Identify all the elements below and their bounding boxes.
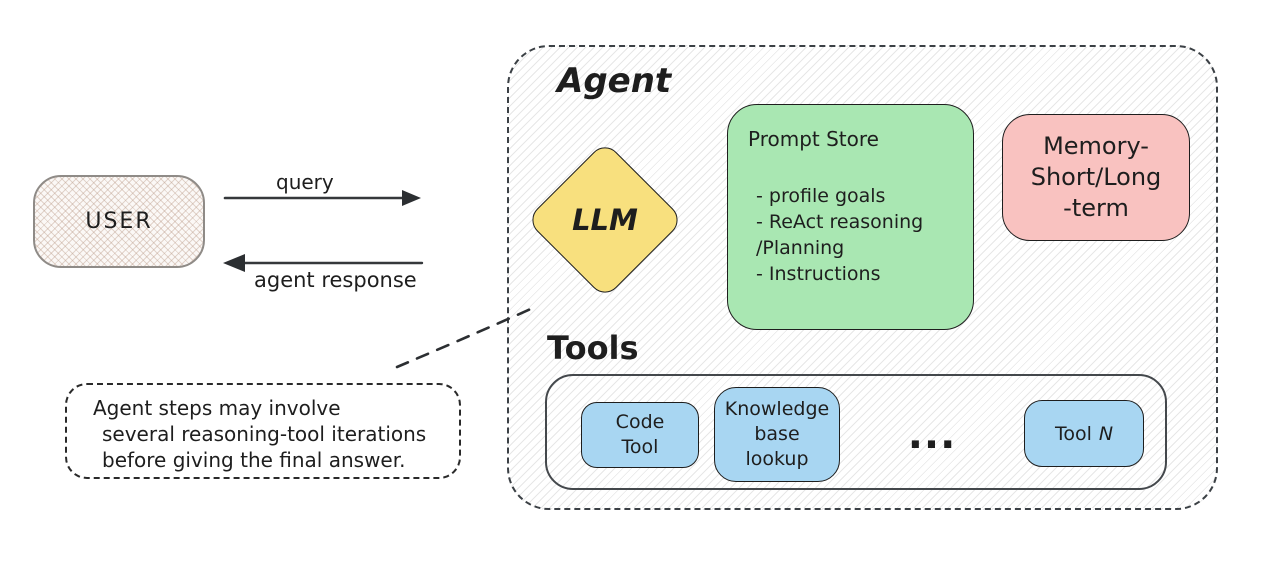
kb-tool-label-line: Knowledge [724, 398, 830, 420]
prompt-store-item: - ReAct reasoning [756, 211, 924, 233]
memory-label-line: Short/Long [1030, 163, 1162, 191]
query-label: query [276, 170, 334, 194]
callout-note: Agent steps may involve several reasonin… [65, 383, 461, 479]
callout-line: Agent steps may involve [93, 396, 341, 420]
code-tool-box: Code Tool [581, 402, 699, 468]
prompt-store-item: - Instructions [756, 263, 881, 285]
callout-line: before giving the final answer. [102, 448, 406, 472]
memory-label-line: -term [1063, 194, 1129, 222]
agent-container: Agent LLM Prompt Store - profile goals -… [507, 45, 1218, 510]
prompt-store-list: - profile goals - ReAct reasoning /Plann… [756, 183, 959, 287]
tools-container: Code Tool Knowledge base lookup ... Tool… [545, 374, 1167, 490]
tools-title: Tools [547, 329, 639, 367]
memory-box: Memory- Short/Long -term [1002, 114, 1190, 241]
prompt-store-item: /Planning [756, 237, 845, 259]
prompt-store-box: Prompt Store - profile goals - ReAct rea… [727, 104, 974, 330]
prompt-store-item: - profile goals [756, 185, 886, 207]
code-tool-label-line: Tool [621, 436, 659, 458]
kb-tool-label-line: lookup [745, 448, 809, 470]
tools-ellipsis: ... [907, 412, 957, 458]
prompt-store-title: Prompt Store [748, 127, 879, 151]
tool-n-label: Tool [1054, 422, 1092, 445]
llm-label: LLM [572, 203, 638, 237]
user-label: USER [85, 209, 153, 234]
tool-n-box: Tool N [1024, 400, 1144, 467]
agent-title: Agent [557, 61, 672, 101]
memory-label-line: Memory- [1043, 132, 1149, 160]
code-tool-label-line: Code [615, 411, 665, 433]
kb-tool-label-line: base [754, 423, 800, 445]
tool-n-variable: N [1098, 422, 1114, 445]
agent-response-label: agent response [254, 268, 417, 292]
knowledge-base-lookup-box: Knowledge base lookup [714, 387, 840, 482]
callout-line: several reasoning-tool iterations [102, 422, 427, 446]
user-box: USER [33, 175, 205, 268]
